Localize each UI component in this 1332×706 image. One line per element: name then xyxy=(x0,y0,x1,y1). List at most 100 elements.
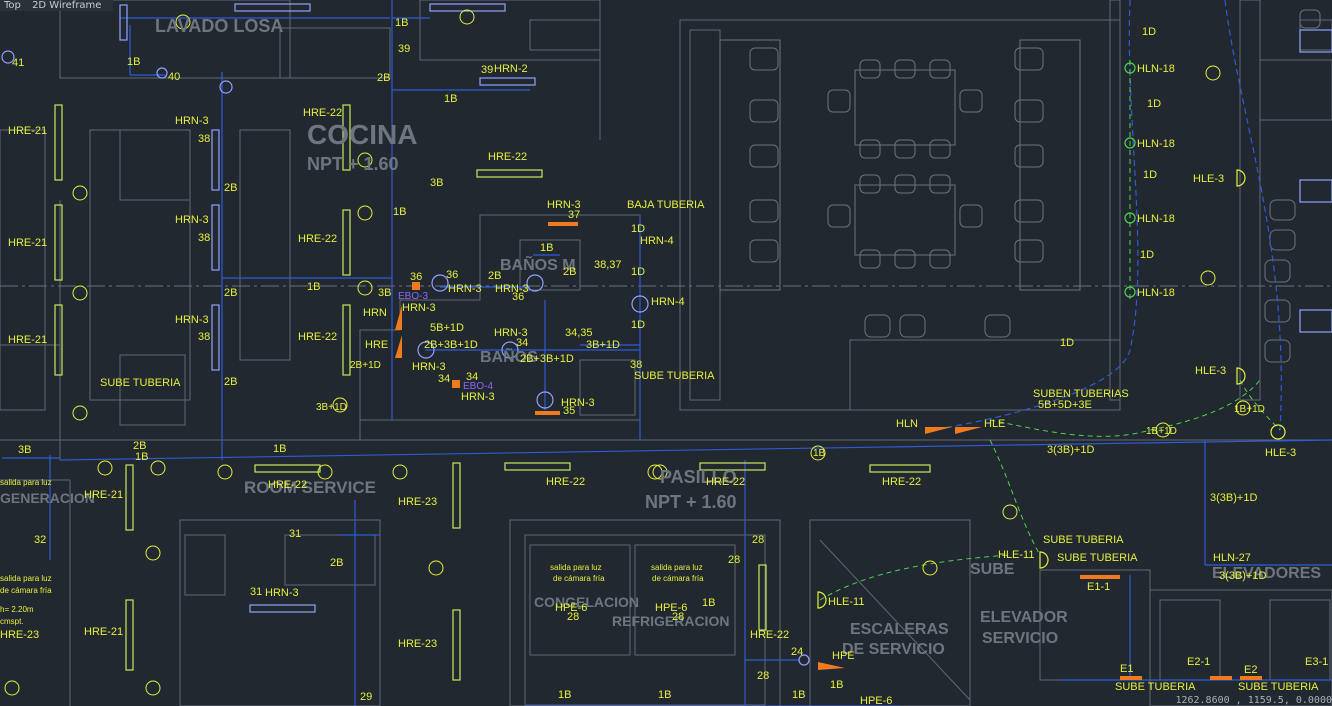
svg-text:HRE-22: HRE-22 xyxy=(882,476,921,488)
svg-text:E1-1: E1-1 xyxy=(1087,581,1110,593)
svg-text:HRE-22: HRE-22 xyxy=(303,107,342,119)
svg-text:1B: 1B xyxy=(792,689,805,701)
svg-text:3B: 3B xyxy=(378,287,391,299)
svg-text:HLN-18: HLN-18 xyxy=(1137,213,1175,225)
coordinate-readout: 1262.8600 , 1159.5, 0.0000 xyxy=(1175,695,1332,706)
room-de-servicio: DE SERVICIO xyxy=(842,641,945,658)
svg-text:HRE-22: HRE-22 xyxy=(268,479,307,491)
svg-text:39: 39 xyxy=(481,64,493,76)
viewport-label[interactable]: Top 2D Wireframe xyxy=(0,0,114,11)
svg-text:HPE-6: HPE-6 xyxy=(555,602,587,614)
svg-text:1B: 1B xyxy=(813,448,826,459)
svg-text:SUBE TUBERIA: SUBE TUBERIA xyxy=(1115,681,1196,693)
room-cocina-npt: NPT + 1.60 xyxy=(307,154,399,174)
svg-text:3B+1D: 3B+1D xyxy=(316,402,347,413)
svg-text:HPE: HPE xyxy=(832,650,855,662)
svg-text:36: 36 xyxy=(512,291,524,303)
room-elevador: ELEVADOR xyxy=(980,609,1068,626)
room-congelacion: CONGELACION xyxy=(534,594,639,610)
svg-text:38: 38 xyxy=(198,331,210,343)
room-elevadores: ELEVADORES xyxy=(1212,565,1321,582)
svg-text:HRN-3: HRN-3 xyxy=(175,115,209,127)
svg-text:34: 34 xyxy=(438,373,450,385)
svg-text:HRE: HRE xyxy=(365,339,388,351)
svg-text:E2: E2 xyxy=(1244,664,1257,676)
svg-text:HLE-3: HLE-3 xyxy=(1195,365,1226,377)
svg-text:HLN-18: HLN-18 xyxy=(1137,138,1175,150)
svg-text:38: 38 xyxy=(198,133,210,145)
svg-text:31: 31 xyxy=(250,586,262,598)
svg-text:HRN-3: HRN-3 xyxy=(175,314,209,326)
svg-text:HRE-21: HRE-21 xyxy=(8,125,47,137)
svg-text:1B: 1B xyxy=(395,17,408,29)
svg-text:HRE-21: HRE-21 xyxy=(8,334,47,346)
svg-text:E3-1: E3-1 xyxy=(1305,656,1328,668)
view-style-label[interactable]: 2D Wireframe xyxy=(32,0,102,11)
svg-text:E1: E1 xyxy=(1120,663,1133,675)
svg-text:de cámara fría: de cámara fría xyxy=(553,574,605,583)
svg-text:1D: 1D xyxy=(1142,26,1156,38)
svg-text:HRN-4: HRN-4 xyxy=(651,296,685,308)
svg-text:SUBE TUBERIA: SUBE TUBERIA xyxy=(1057,552,1138,564)
svg-text:2B: 2B xyxy=(224,287,237,299)
svg-text:37: 37 xyxy=(568,209,580,221)
svg-text:HRE-22: HRE-22 xyxy=(706,476,745,488)
svg-text:HRE-21: HRE-21 xyxy=(84,489,123,501)
svg-text:HRN-3: HRN-3 xyxy=(175,214,209,226)
svg-text:HRE-22: HRE-22 xyxy=(750,629,789,641)
svg-text:28: 28 xyxy=(567,611,579,623)
svg-text:salida para luz: salida para luz xyxy=(651,563,703,572)
svg-text:28: 28 xyxy=(728,554,740,566)
svg-text:38: 38 xyxy=(198,232,210,244)
svg-text:HLN-18: HLN-18 xyxy=(1137,63,1175,75)
svg-text:EBO-4: EBO-4 xyxy=(463,381,493,392)
svg-text:29: 29 xyxy=(360,691,372,703)
svg-text:HLE-11: HLE-11 xyxy=(828,596,864,608)
view-top-label[interactable]: Top xyxy=(4,0,21,11)
room-refrigeracion: REFRIGERACION xyxy=(612,613,729,629)
svg-text:SUBE TUBERIA: SUBE TUBERIA xyxy=(1238,681,1319,693)
svg-text:HLE-3: HLE-3 xyxy=(1193,173,1224,185)
svg-text:1B: 1B xyxy=(127,56,140,68)
svg-text:HRE-22: HRE-22 xyxy=(546,476,585,488)
svg-text:34: 34 xyxy=(466,371,478,383)
svg-text:E2-1: E2-1 xyxy=(1187,656,1210,668)
svg-text:HRN-3: HRN-3 xyxy=(265,587,299,599)
svg-text:1D: 1D xyxy=(1147,98,1161,110)
svg-text:3(3B)+1D: 3(3B)+1D xyxy=(1219,570,1266,582)
svg-text:SUBE TUBERIA: SUBE TUBERIA xyxy=(634,370,715,382)
svg-text:2B+3B+1D: 2B+3B+1D xyxy=(520,353,574,365)
room-escaleras: ESCALERAS xyxy=(850,621,949,638)
svg-text:HRE-22: HRE-22 xyxy=(298,331,337,343)
svg-text:40: 40 xyxy=(168,71,180,83)
svg-text:2B+3B+1D: 2B+3B+1D xyxy=(424,339,478,351)
svg-text:35: 35 xyxy=(563,405,575,417)
control-wiring-layer xyxy=(819,60,1281,601)
svg-text:2B: 2B xyxy=(224,376,237,388)
svg-text:HPE-6: HPE-6 xyxy=(860,695,892,706)
furniture-layer xyxy=(719,9,1321,363)
svg-text:2B: 2B xyxy=(133,440,146,452)
svg-text:HRE-23: HRE-23 xyxy=(398,496,437,508)
svg-text:cmspt.: cmspt. xyxy=(0,617,24,626)
room-labels-layer: LAVADO LOSA COCINA NPT + 1.60 BAÑOS M BA… xyxy=(0,16,1321,658)
panels-layer xyxy=(395,222,1262,680)
svg-text:SUBE TUBERIA: SUBE TUBERIA xyxy=(1043,534,1124,546)
svg-text:1B+1D: 1B+1D xyxy=(1234,404,1265,415)
svg-text:de cámara fría: de cámara fría xyxy=(652,574,704,583)
svg-text:HRN-3: HRN-3 xyxy=(402,302,436,314)
svg-text:41: 41 xyxy=(12,57,24,69)
svg-text:BAJA TUBERIA: BAJA TUBERIA xyxy=(627,199,705,211)
svg-text:h= 2.20m: h= 2.20m xyxy=(0,605,34,614)
svg-text:salida para luz: salida para luz xyxy=(0,478,52,487)
svg-text:1B: 1B xyxy=(702,597,715,609)
svg-text:38,37: 38,37 xyxy=(594,259,622,271)
svg-text:34: 34 xyxy=(516,337,528,349)
room-banos-m: BAÑOS M xyxy=(500,254,576,274)
svg-text:2B: 2B xyxy=(224,182,237,194)
svg-text:1B: 1B xyxy=(393,206,406,218)
